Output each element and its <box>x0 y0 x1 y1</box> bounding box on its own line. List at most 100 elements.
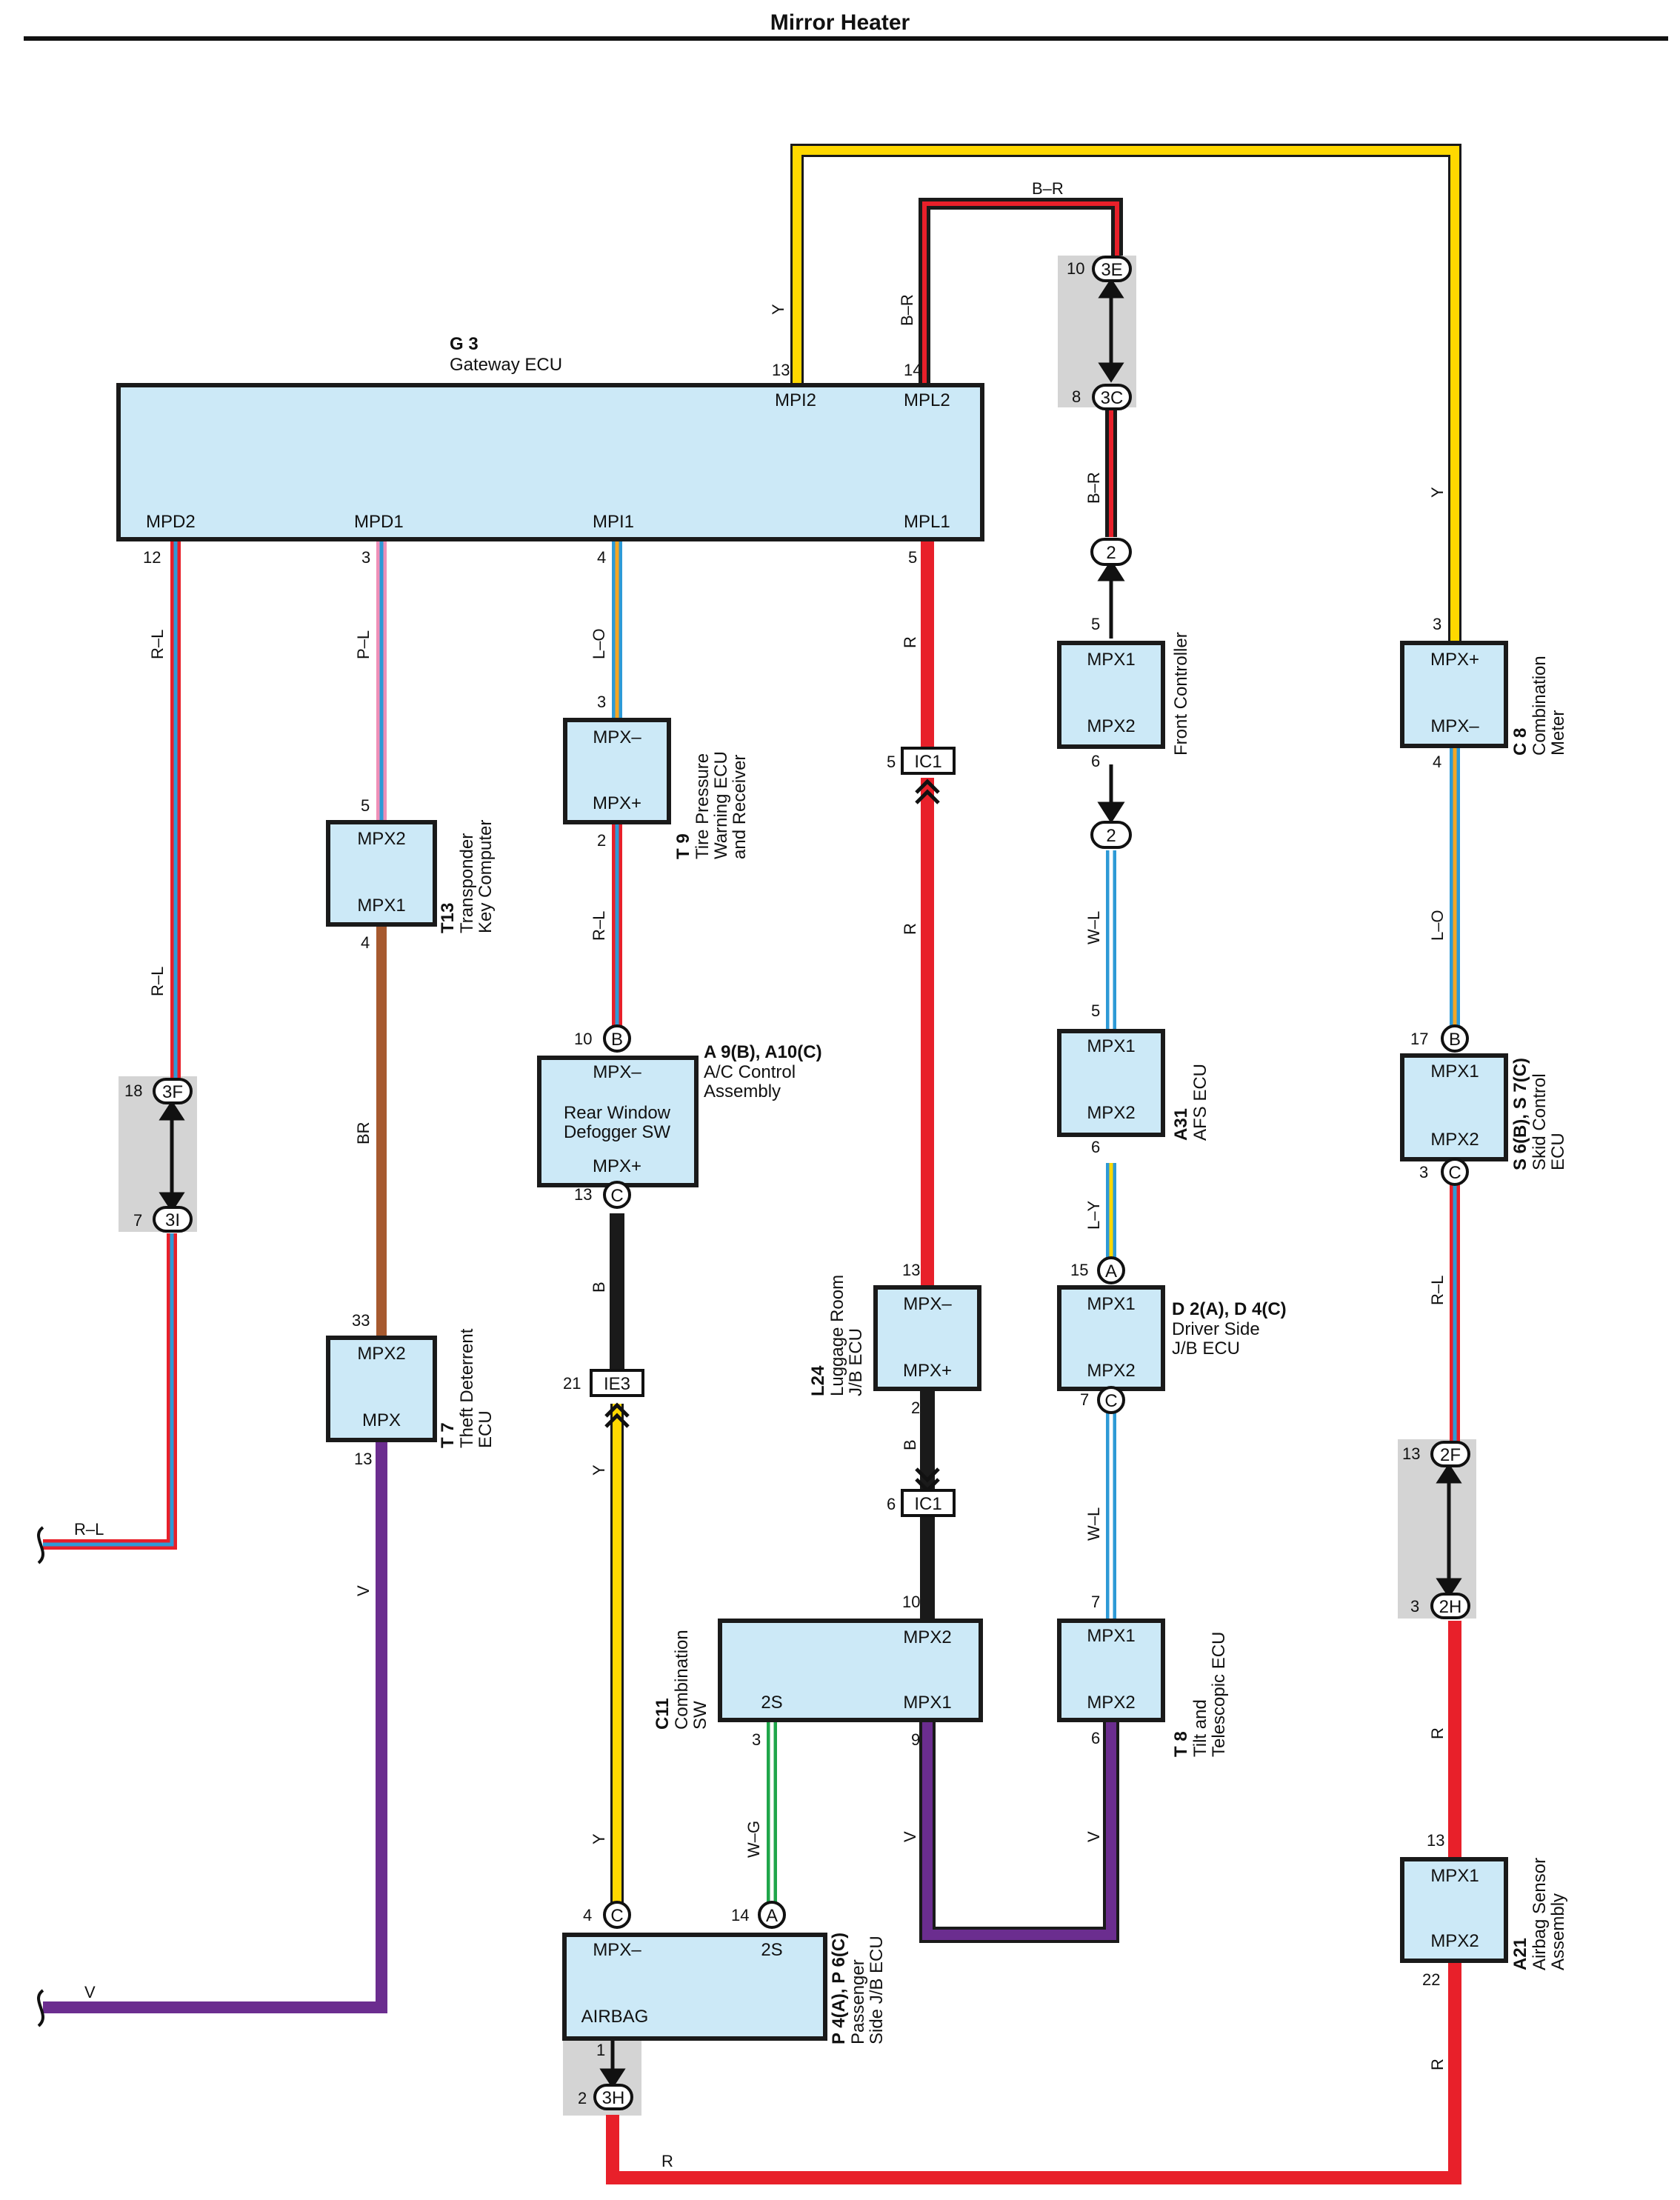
svg-text:P–L: P–L <box>354 630 373 659</box>
svg-text:T 8: T 8 <box>1171 1731 1191 1757</box>
connector-s6-b: B <box>1441 1024 1469 1053</box>
svg-text:A: A <box>1105 1261 1117 1281</box>
svg-text:S 6(B), S 7(C): S 6(B), S 7(C) <box>1510 1058 1530 1170</box>
svg-text:Skid Control: Skid Control <box>1530 1073 1550 1170</box>
svg-text:6: 6 <box>887 1495 896 1513</box>
svg-text:7: 7 <box>133 1211 142 1230</box>
svg-text:5: 5 <box>887 753 896 771</box>
p4-box <box>562 1933 827 2041</box>
t7-port-top: MPX2 <box>357 1344 405 1364</box>
t13-port-top: MPX2 <box>357 829 405 849</box>
svg-text:3: 3 <box>361 548 370 567</box>
t9-label: T 9 Tire Pressure Warning ECU and Receiv… <box>673 751 750 859</box>
d2-code: D 2(A), D 4(C) <box>1172 1299 1287 1319</box>
svg-text:B: B <box>590 1281 608 1293</box>
t9-box <box>563 718 671 824</box>
svg-text:B–R: B–R <box>1032 179 1064 198</box>
svg-text:3F: 3F <box>162 1082 183 1102</box>
connector-a9-b: B <box>603 1024 631 1053</box>
svg-text:Luggage Room: Luggage Room <box>827 1275 847 1396</box>
svg-text:3: 3 <box>1410 1597 1419 1616</box>
svg-text:2H: 2H <box>1439 1597 1462 1617</box>
svg-text:Side J/B ECU: Side J/B ECU <box>867 1936 887 2044</box>
svg-text:33: 33 <box>352 1311 370 1330</box>
svg-text:Assembly: Assembly <box>1548 1893 1568 1970</box>
front-label: Front Controller <box>1171 632 1191 756</box>
svg-text:2: 2 <box>1106 543 1116 563</box>
s6-label: S 6(B), S 7(C) Skid Control ECU <box>1510 1058 1568 1170</box>
a9-box <box>537 1056 699 1187</box>
connector-3f: 3F <box>153 1078 193 1104</box>
t7-box <box>326 1336 437 1442</box>
svg-text:7: 7 <box>1091 1593 1100 1611</box>
svg-text:A31: A31 <box>1171 1108 1191 1141</box>
svg-text:2: 2 <box>597 831 606 850</box>
c8-box <box>1400 641 1508 748</box>
svg-text:13: 13 <box>902 1261 920 1279</box>
a9-code: A 9(B), A10(C) <box>704 1042 822 1062</box>
svg-text:Telescopic ECU: Telescopic ECU <box>1209 1632 1229 1757</box>
svg-text:3: 3 <box>752 1730 761 1749</box>
svg-text:L–O: L–O <box>590 628 608 659</box>
svg-text:14: 14 <box>904 361 921 379</box>
svg-text:A: A <box>766 1906 778 1926</box>
a9-inner-2: Defogger SW <box>564 1122 670 1142</box>
svg-text:AFS ECU: AFS ECU <box>1190 1064 1210 1141</box>
svg-text:13: 13 <box>1402 1444 1420 1463</box>
svg-text:R: R <box>901 923 919 935</box>
svg-text:17: 17 <box>1410 1030 1428 1048</box>
svg-text:3: 3 <box>1433 615 1441 633</box>
svg-text:2: 2 <box>911 1399 920 1417</box>
svg-text:IE3: IE3 <box>604 1374 630 1394</box>
l24-port-top: MPX– <box>903 1294 952 1314</box>
svg-text:C: C <box>610 1186 623 1206</box>
s6-port-top: MPX1 <box>1430 1061 1479 1081</box>
svg-text:Combination: Combination <box>1530 656 1550 756</box>
svg-text:10: 10 <box>1067 259 1084 278</box>
svg-text:V: V <box>1084 1831 1103 1842</box>
p4-port-airbag: AIRBAG <box>581 2007 649 2027</box>
svg-text:IC1: IC1 <box>914 752 941 772</box>
p4-port-mpx-minus: MPX– <box>593 1940 641 1960</box>
svg-text:1: 1 <box>596 2041 605 2059</box>
a9-name-2: Assembly <box>704 1081 781 1101</box>
a31-port-bottom: MPX2 <box>1087 1103 1135 1123</box>
svg-text:C11: C11 <box>653 1698 673 1730</box>
l24-box <box>873 1285 981 1391</box>
a31-label: A31 AFS ECU <box>1171 1064 1210 1141</box>
a21-label: A21 Airbag Sensor Assembly <box>1510 1858 1568 1970</box>
svg-text:V: V <box>901 1831 919 1842</box>
wire-v-loop <box>919 1720 1119 1943</box>
svg-text:2: 2 <box>1106 826 1116 846</box>
svg-text:L–O: L–O <box>1428 910 1447 941</box>
c11-port-mpx1: MPX1 <box>903 1693 951 1713</box>
wire-break-v <box>37 1989 44 2027</box>
svg-text:SW: SW <box>690 1701 710 1730</box>
svg-text:T 9: T 9 <box>673 833 693 859</box>
t13-port-bottom: MPX1 <box>357 896 405 916</box>
c11-port-mpx2: MPX2 <box>903 1627 951 1647</box>
svg-text:Key Computer: Key Computer <box>476 820 496 933</box>
svg-text:C: C <box>1104 1391 1117 1411</box>
connector-d2-c: C <box>1097 1386 1125 1414</box>
svg-text:Front Controller: Front Controller <box>1171 632 1191 756</box>
connector-3i: 3I <box>153 1206 193 1233</box>
svg-text:R–L: R–L <box>1428 1276 1447 1305</box>
svg-text:R: R <box>661 2152 673 2170</box>
svg-text:B: B <box>611 1030 623 1050</box>
svg-text:21: 21 <box>563 1374 581 1393</box>
svg-text:L24: L24 <box>808 1365 828 1396</box>
junction-ic1-bottom: IC1 <box>901 1489 956 1517</box>
t8-label: T 8 Tilt and Telescopic ECU <box>1171 1632 1229 1757</box>
svg-text:T13: T13 <box>438 903 458 933</box>
t7-port-bottom: MPX <box>362 1410 401 1430</box>
svg-text:Transponder: Transponder <box>457 833 477 933</box>
svg-text:5: 5 <box>1091 615 1100 633</box>
wire-rl-left-lower <box>43 1233 177 1550</box>
s6-port-bottom: MPX2 <box>1430 1130 1479 1150</box>
t8-port-top: MPX1 <box>1087 1626 1135 1646</box>
svg-text:W–L: W–L <box>1084 911 1103 944</box>
svg-text:C: C <box>610 1906 623 1926</box>
svg-text:ECU: ECU <box>1548 1133 1568 1170</box>
g3-port-mpd1: MPD1 <box>354 512 404 532</box>
